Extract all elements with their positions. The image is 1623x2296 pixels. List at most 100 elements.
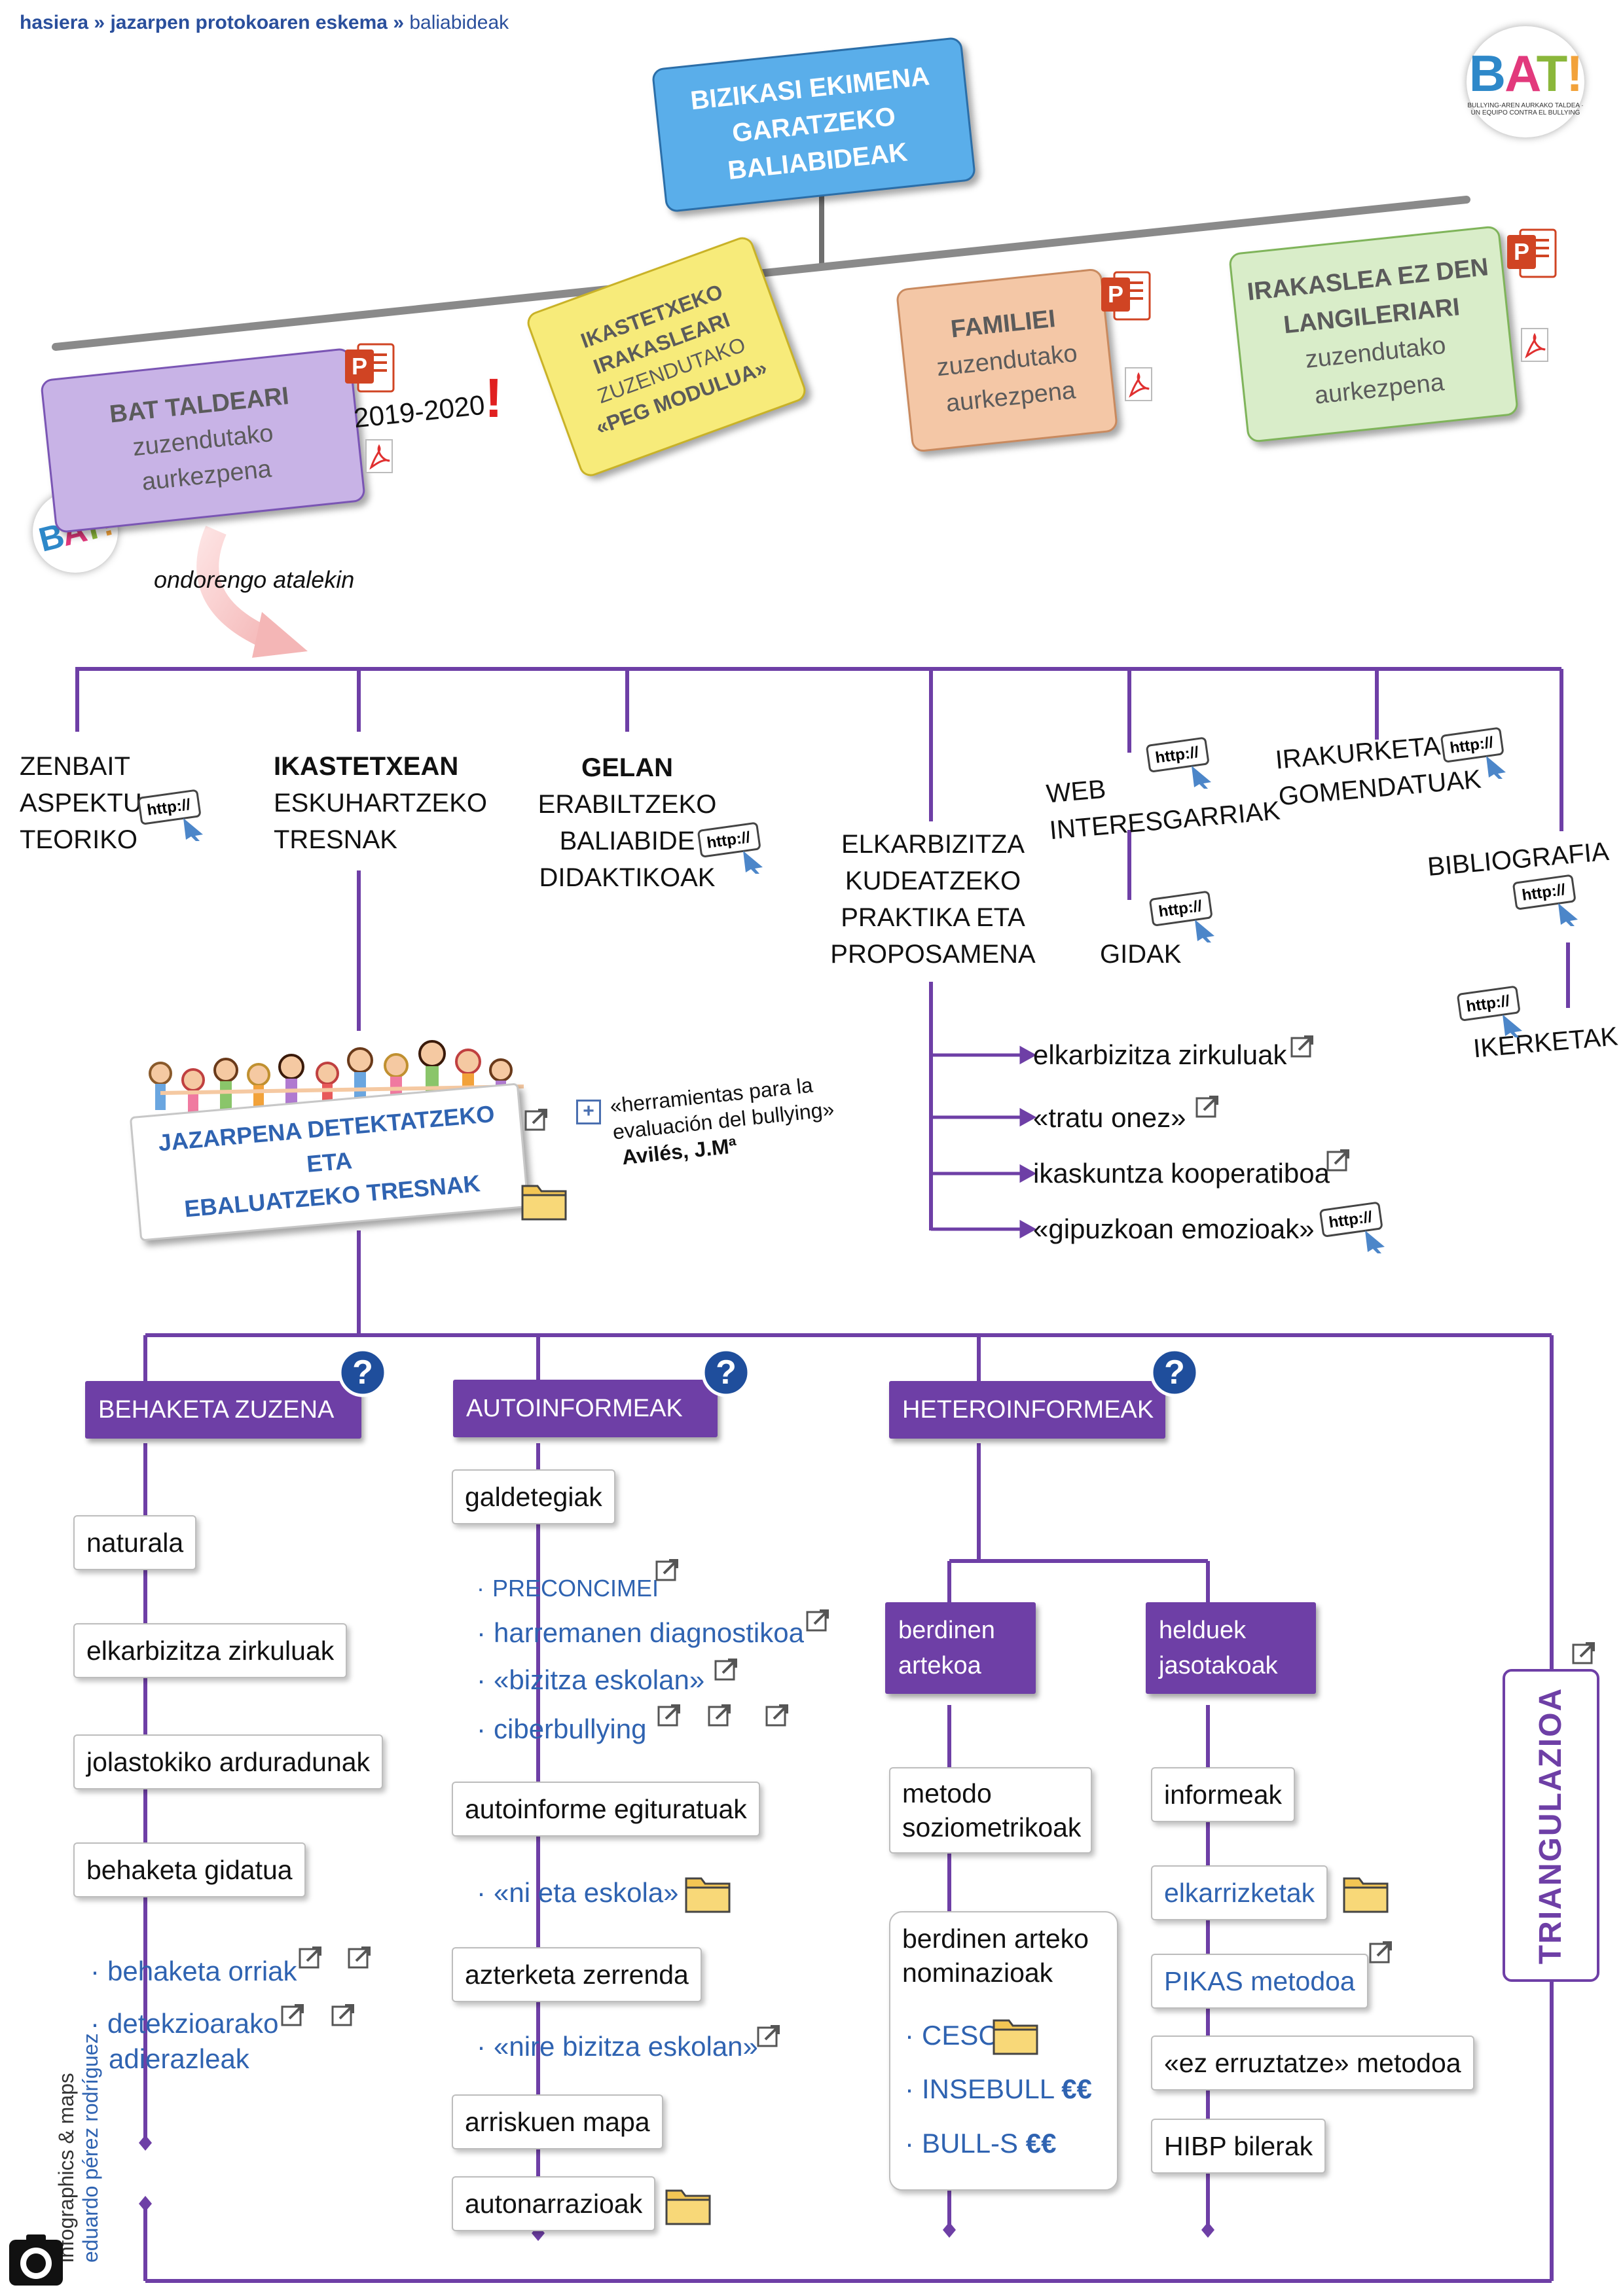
link-nire-bizitza-eskolan[interactable]: ·«nire bizitza eskolan» bbox=[477, 2031, 758, 2062]
alert-exclamation: ! bbox=[484, 367, 503, 429]
external-link-icon[interactable] bbox=[756, 2022, 782, 2049]
svg-text:P: P bbox=[1108, 281, 1123, 308]
external-link-icon[interactable] bbox=[1368, 1939, 1395, 1965]
http-link-icon[interactable]: http:// bbox=[697, 821, 769, 874]
breadcrumb-current: baliabideak bbox=[409, 12, 509, 33]
powerpoint-icon[interactable]: P bbox=[1100, 268, 1152, 323]
practice-link-tratu-onez[interactable]: «tratu onez» bbox=[1033, 1102, 1186, 1133]
euro-icon: €€ bbox=[1025, 2128, 1057, 2159]
hetero-pikas[interactable]: PIKAS metodoa bbox=[1151, 1954, 1368, 2009]
pdf-icon[interactable] bbox=[363, 439, 396, 475]
http-link-icon[interactable]: http:// bbox=[1440, 726, 1512, 779]
category-autoinformeak[interactable]: AUTOINFORMEAK bbox=[453, 1380, 718, 1437]
auto-galdetegiak[interactable]: galdetegiak bbox=[452, 1469, 615, 1524]
behaketa-naturala[interactable]: naturala bbox=[73, 1515, 197, 1570]
external-link-icon[interactable] bbox=[280, 2001, 306, 2028]
folder-icon[interactable] bbox=[1342, 1871, 1389, 1914]
hetero-hibp[interactable]: HIBP bilerak bbox=[1151, 2119, 1326, 2174]
hetero-elkarrizketak[interactable]: elkarrizketak bbox=[1151, 1865, 1328, 1920]
bat-logo-subtitle: BULLYING-AREN AURKAKO TALDEA · UN EQUIPO… bbox=[1467, 102, 1584, 117]
svg-text:?: ? bbox=[716, 1354, 737, 1391]
pdf-icon[interactable] bbox=[1519, 327, 1552, 364]
link-bull-s[interactable]: ·BULL-S €€ bbox=[905, 2128, 1057, 2159]
svg-text:P: P bbox=[352, 353, 367, 380]
bat-logo-text: BAT! bbox=[1468, 45, 1584, 102]
category-heteroinformeak[interactable]: HETEROINFORMEAK bbox=[889, 1381, 1165, 1439]
svg-text:P: P bbox=[1514, 238, 1529, 265]
behaketa-elkarbizitza-zirkuluak[interactable]: elkarbizitza zirkuluak bbox=[73, 1623, 348, 1678]
triangulazioa-box[interactable]: TRIANGULAZIOA bbox=[1503, 1669, 1599, 1982]
category-behaketa-zuzena[interactable]: BEHAKETA ZUZENA bbox=[85, 1381, 361, 1439]
hetero-informeak[interactable]: informeak bbox=[1151, 1767, 1296, 1822]
breadcrumb-separator: » bbox=[94, 12, 105, 33]
practice-link-gipuzkoan[interactable]: «gipuzkoan emozioak» bbox=[1033, 1213, 1315, 1244]
folder-icon[interactable] bbox=[992, 2013, 1039, 2056]
folder-icon[interactable] bbox=[665, 2183, 712, 2226]
powerpoint-icon[interactable]: P bbox=[1506, 226, 1558, 281]
link-preconcimei[interactable]: ·PRECONCIMEI bbox=[477, 1575, 659, 1602]
http-link-icon[interactable]: http:// bbox=[1146, 736, 1218, 789]
bat-logo[interactable]: BAT! BULLYING-AREN AURKAKO TALDEA · UN E… bbox=[1467, 26, 1584, 137]
hetero-ez-erruztatze[interactable]: «ez erruztatze» metodoa bbox=[1151, 2036, 1474, 2090]
children-illustration bbox=[149, 1040, 524, 1114]
external-link-icon[interactable] bbox=[298, 1944, 324, 1970]
breadcrumb: hasiera » jazarpen protokoaren eskema » … bbox=[20, 12, 509, 34]
help-icon[interactable]: ? bbox=[337, 1347, 388, 1398]
powerpoint-icon[interactable]: P bbox=[344, 340, 396, 395]
external-link-icon[interactable] bbox=[347, 1944, 373, 1970]
external-link-icon[interactable] bbox=[707, 1702, 733, 1728]
http-link-icon[interactable]: http:// bbox=[1512, 874, 1584, 926]
link-ciberbullying[interactable]: ·ciberbullying bbox=[477, 1713, 647, 1744]
http-link-icon[interactable]: http:// bbox=[137, 789, 210, 841]
external-link-icon[interactable] bbox=[655, 1556, 681, 1583]
external-link-icon[interactable] bbox=[805, 1607, 831, 1633]
behaketa-jolastokiko[interactable]: jolastokiko arduradunak bbox=[73, 1734, 384, 1789]
folder-icon[interactable] bbox=[520, 1178, 568, 1221]
http-link-icon[interactable]: http:// bbox=[1149, 890, 1221, 942]
external-link-icon[interactable] bbox=[657, 1702, 683, 1728]
http-link-icon[interactable]: http:// bbox=[1457, 985, 1529, 1037]
external-link-icon[interactable] bbox=[1571, 1640, 1597, 1666]
auto-egituratuak[interactable]: autoinforme egituratuak bbox=[452, 1782, 760, 1837]
behaketa-gidatua[interactable]: behaketa gidatua bbox=[73, 1842, 306, 1897]
auto-azterketa-zerrenda[interactable]: azterketa zerrenda bbox=[452, 1947, 702, 2002]
link-bizitza-eskolan[interactable]: ·«bizitza eskolan» bbox=[477, 1664, 705, 1695]
pdf-icon[interactable] bbox=[1123, 367, 1156, 403]
external-link-icon[interactable] bbox=[714, 1656, 740, 1682]
practice-link-kooperatiboa[interactable]: ikaskuntza kooperatiboa bbox=[1033, 1158, 1330, 1189]
link-ni-eta-eskola[interactable]: ·«ni eta eskola» bbox=[477, 1877, 679, 1908]
external-link-icon[interactable] bbox=[765, 1702, 791, 1728]
external-link-icon[interactable] bbox=[1195, 1093, 1221, 1119]
herramientas-plus-icon[interactable]: + bbox=[576, 1100, 601, 1124]
external-link-icon[interactable] bbox=[331, 2001, 357, 2028]
folder-icon[interactable] bbox=[684, 1871, 731, 1914]
http-link-icon[interactable]: http:// bbox=[1319, 1201, 1391, 1253]
help-icon[interactable]: ? bbox=[701, 1347, 752, 1398]
link-insebull[interactable]: ·INSEBULL €€ bbox=[905, 2073, 1092, 2104]
euro-icon: €€ bbox=[1061, 2073, 1092, 2104]
external-link-icon[interactable] bbox=[1326, 1147, 1352, 1173]
auto-arriskuen-mapa[interactable]: arriskuen mapa bbox=[452, 2094, 663, 2149]
link-behaketa-orriak[interactable]: ·behaketa orriak bbox=[90, 1956, 297, 1986]
link-harremanen-diagnostikoa[interactable]: ·harremanen diagnostikoa bbox=[477, 1617, 804, 1648]
help-icon[interactable]: ? bbox=[1149, 1347, 1200, 1398]
auto-autonarrazioak[interactable]: autonarrazioak bbox=[452, 2176, 656, 2231]
breadcrumb-protocol-link[interactable]: jazarpen protokoaren eskema bbox=[110, 12, 388, 33]
external-link-icon[interactable] bbox=[1290, 1033, 1316, 1059]
practice-link-zirkuluak[interactable]: elkarbizitza zirkuluak bbox=[1033, 1039, 1287, 1070]
svg-text:?: ? bbox=[352, 1354, 373, 1391]
external-link-icon[interactable] bbox=[524, 1106, 550, 1132]
breadcrumb-home-link[interactable]: hasiera bbox=[20, 12, 89, 33]
link-cesc[interactable]: ·CESC bbox=[905, 2020, 998, 2051]
section-gidak[interactable]: GIDAK bbox=[1100, 940, 1182, 969]
